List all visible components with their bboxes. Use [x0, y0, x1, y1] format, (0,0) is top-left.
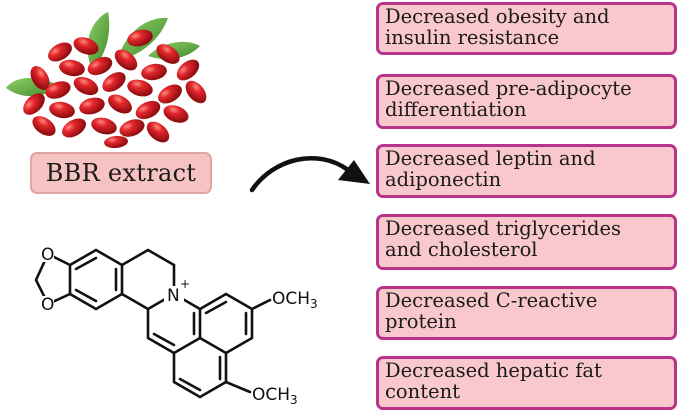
methoxy-bottom: OCH3: [252, 385, 298, 407]
effect-box-hepatic-fat: Decreased hepatic fat content: [376, 356, 677, 410]
bbr-extract-label: BBR extract: [30, 152, 212, 194]
effect-line: Decreased triglycerides: [385, 217, 621, 240]
nitrogen-atom: N: [167, 286, 180, 306]
effect-line: Decreased pre-adipocyte: [385, 77, 632, 100]
effect-line: insulin resistance: [385, 26, 560, 49]
effect-box-obesity: Decreased obesity and insulin resistance: [376, 2, 677, 55]
effect-line: Decreased C-reactive: [385, 289, 598, 312]
barberry-image: [6, 12, 207, 148]
effect-box-leptin: Decreased leptin and adiponectin: [376, 144, 677, 198]
methoxy-top: OCH3: [272, 289, 318, 311]
oxygen-atom-bottom: O: [41, 295, 54, 315]
effect-line: protein: [385, 310, 457, 333]
effect-box-preadipocyte: Decreased pre-adipocyte differentiation: [376, 74, 677, 129]
nitrogen-charge: +: [180, 277, 190, 291]
curved-arrow-icon: [249, 156, 370, 193]
effect-line: Decreased leptin and: [385, 147, 596, 170]
effect-line: adiponectin: [385, 168, 502, 191]
effect-line: differentiation: [385, 98, 527, 121]
oxygen-atom-top: O: [41, 245, 54, 265]
effect-line: Decreased hepatic fat: [385, 359, 602, 382]
effect-box-triglycerides: Decreased triglycerides and cholesterol: [376, 214, 677, 270]
effect-box-c-reactive: Decreased C-reactive protein: [376, 286, 677, 340]
effect-line: and cholesterol: [385, 238, 538, 261]
effect-line: content: [385, 380, 460, 403]
effect-line: Decreased obesity and: [385, 5, 610, 28]
berberine-structure: N + O O OCH3 OCH3: [34, 245, 318, 407]
effects-list: Decreased obesity and insulin resistance…: [372, 0, 685, 414]
